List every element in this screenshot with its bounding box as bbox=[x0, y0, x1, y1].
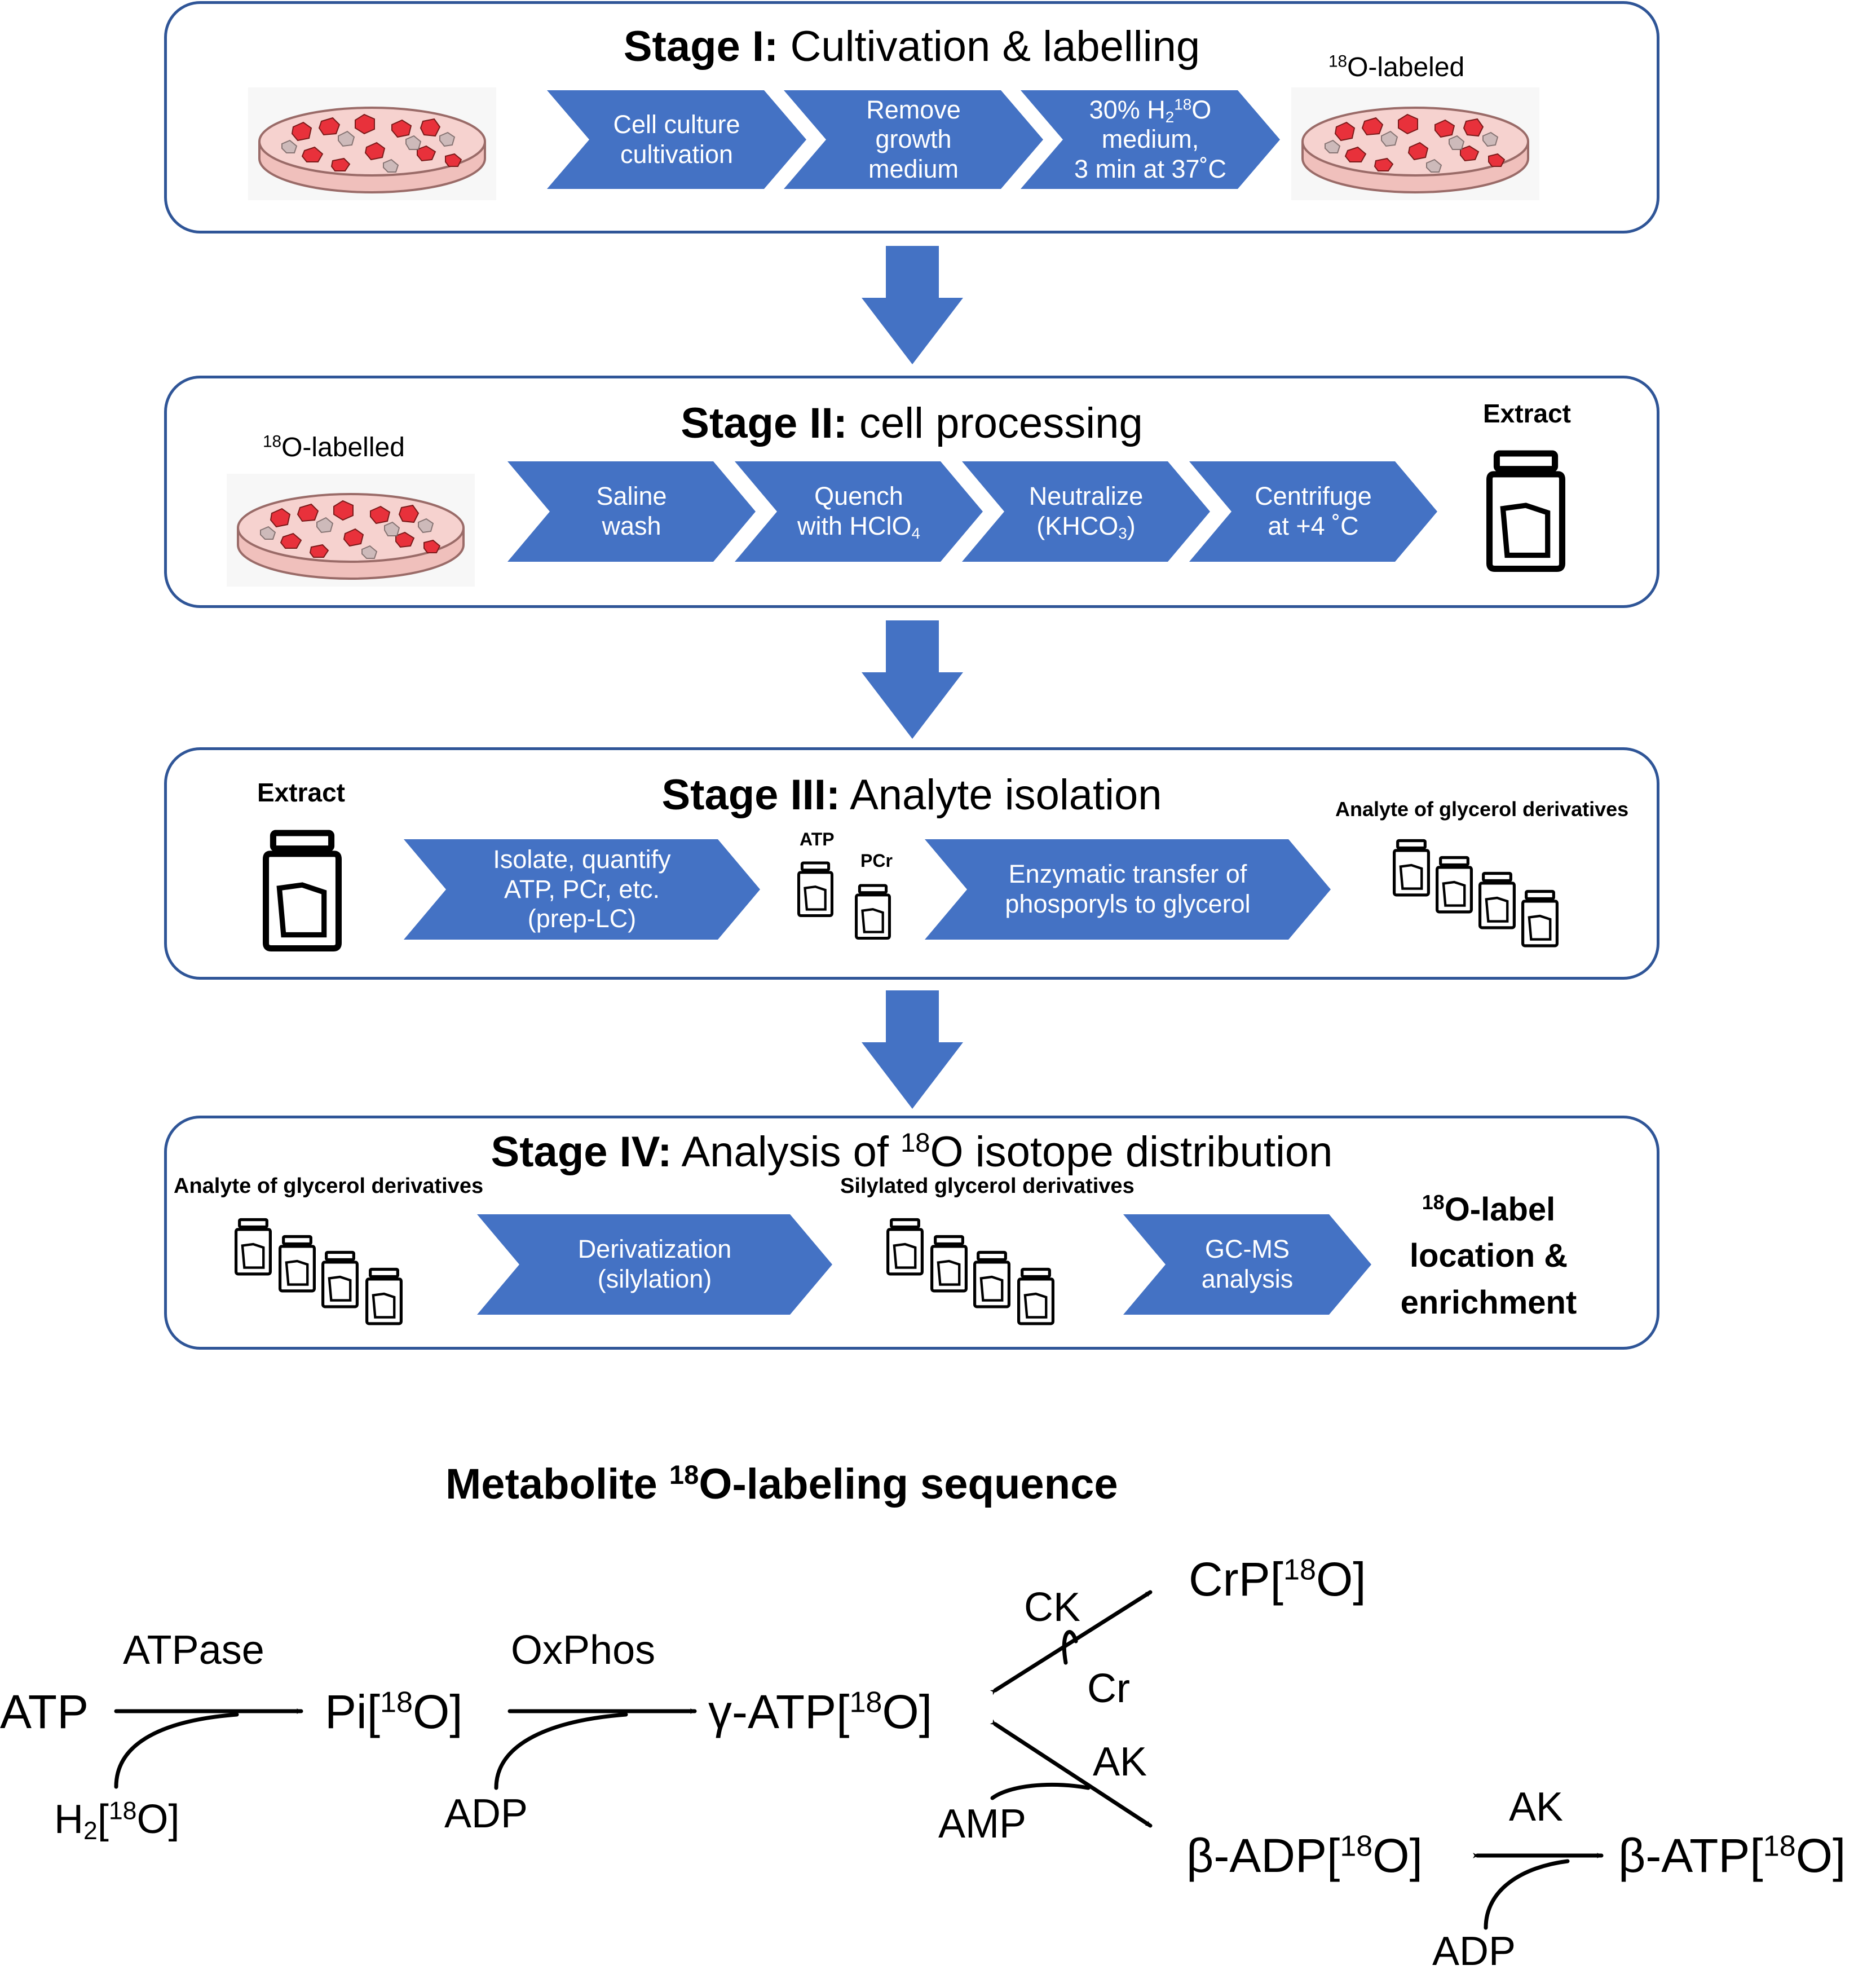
step-derivatization: Derivatization(silylation) bbox=[477, 1214, 832, 1315]
step-neutralize: Neutralize(KHCO3) bbox=[962, 461, 1210, 562]
labelled-dish-label: 18O-labelled bbox=[263, 432, 405, 462]
arrow-ak bbox=[990, 1719, 1153, 1828]
atp-vial-icon bbox=[797, 855, 833, 925]
analyte-label-stage3: Analyte of glycerol derivatives bbox=[1335, 797, 1629, 821]
stage-3-panel: Stage III: Analyte isolation bbox=[164, 747, 1659, 980]
arrow-adp-input-2 bbox=[1484, 1859, 1570, 1930]
analyte-vial-icon-2 bbox=[279, 1228, 316, 1301]
labeled-dish-label: 18O-labeled bbox=[1328, 52, 1465, 82]
down-arrow-1 bbox=[862, 246, 963, 364]
ak-enzyme-label-2: AK bbox=[1509, 1784, 1564, 1830]
extract-label-stage2: Extract bbox=[1483, 399, 1571, 428]
pcr-vial-icon bbox=[855, 878, 891, 948]
stage-1-title: Stage I: Cultivation & labelling bbox=[623, 23, 1200, 70]
analyte-vial-icon-4 bbox=[365, 1261, 403, 1333]
amp-node: AMP bbox=[938, 1801, 1027, 1847]
stage-4-panel: Stage IV: Analysis of 18O isotope distri… bbox=[164, 1116, 1659, 1350]
atpase-enzyme-label: ATPase bbox=[123, 1628, 264, 1673]
oxphos-label: OxPhos bbox=[511, 1628, 656, 1673]
beta-atp18-node: β-ATP[18O] bbox=[1618, 1829, 1846, 1882]
crp18-node: CrP[18O] bbox=[1189, 1553, 1366, 1606]
labelled-dish-image bbox=[227, 474, 475, 587]
result-label: 18O-label location & enrichment bbox=[1400, 1191, 1577, 1321]
arrow-adp-input bbox=[494, 1712, 628, 1790]
silylated-vial-icon-3 bbox=[973, 1244, 1010, 1316]
arrow-ck bbox=[990, 1590, 1153, 1695]
beta-adp18-node: β-ADP[18O] bbox=[1186, 1829, 1423, 1882]
arrow-h2o-input bbox=[114, 1712, 239, 1789]
silylated-label: Silylated glycerol derivatives bbox=[840, 1174, 1135, 1198]
glycerol-vial-icon-3 bbox=[1478, 865, 1516, 937]
glycerol-vial-icon-1 bbox=[1393, 832, 1430, 905]
pcr-vial-label: PCr bbox=[860, 851, 893, 871]
atp-vial-label: ATP bbox=[800, 829, 835, 849]
culture-dish-image bbox=[248, 87, 496, 200]
silylated-vial-icon-1 bbox=[886, 1211, 924, 1284]
extract-vial-icon-stage3 bbox=[263, 818, 342, 967]
stage-2-title: Stage II: cell processing bbox=[681, 399, 1143, 447]
silylated-vial-icon-4 bbox=[1017, 1261, 1054, 1333]
arrow-amp-input bbox=[990, 1782, 1091, 1800]
ck-enzyme-label: CK bbox=[1024, 1585, 1081, 1630]
cr-node: Cr bbox=[1087, 1666, 1130, 1711]
reaction-arrows bbox=[114, 1590, 1604, 1930]
down-arrow-3 bbox=[862, 990, 963, 1109]
ak-enzyme-label-1: AK bbox=[1093, 1739, 1147, 1784]
glycerol-vial-icon-2 bbox=[1436, 849, 1473, 922]
extract-vial-icon bbox=[1486, 439, 1565, 587]
analyte-vial-icon-1 bbox=[235, 1211, 272, 1284]
pi18-node: Pi[18O] bbox=[325, 1685, 463, 1738]
extract-label-stage3: Extract bbox=[257, 778, 345, 807]
h2o18-node: H2[18O] bbox=[54, 1797, 180, 1845]
atp-node: ATP bbox=[0, 1685, 89, 1738]
sequence-title: Metabolite 18O-labeling sequence bbox=[445, 1460, 1118, 1508]
down-arrow-2 bbox=[862, 620, 963, 739]
stage-3-title: Stage III: Analyte isolation bbox=[661, 771, 1162, 819]
adp-node-2: ADP bbox=[1432, 1929, 1516, 1974]
labeled-dish-image bbox=[1291, 87, 1539, 200]
glycerol-vial-icon-4 bbox=[1521, 883, 1559, 955]
gamma-atp18-node: γ-ATP[18O] bbox=[708, 1685, 933, 1738]
analyte-vial-icon-3 bbox=[321, 1244, 359, 1316]
adp-node-1: ADP bbox=[444, 1791, 528, 1836]
silylated-vial-icon-2 bbox=[930, 1228, 968, 1301]
arrow-cr-input bbox=[1062, 1630, 1078, 1665]
stage-4-title: Stage IV: Analysis of 18O isotope distri… bbox=[491, 1127, 1333, 1176]
analyte-label-stage4: Analyte of glycerol derivatives bbox=[174, 1174, 484, 1198]
